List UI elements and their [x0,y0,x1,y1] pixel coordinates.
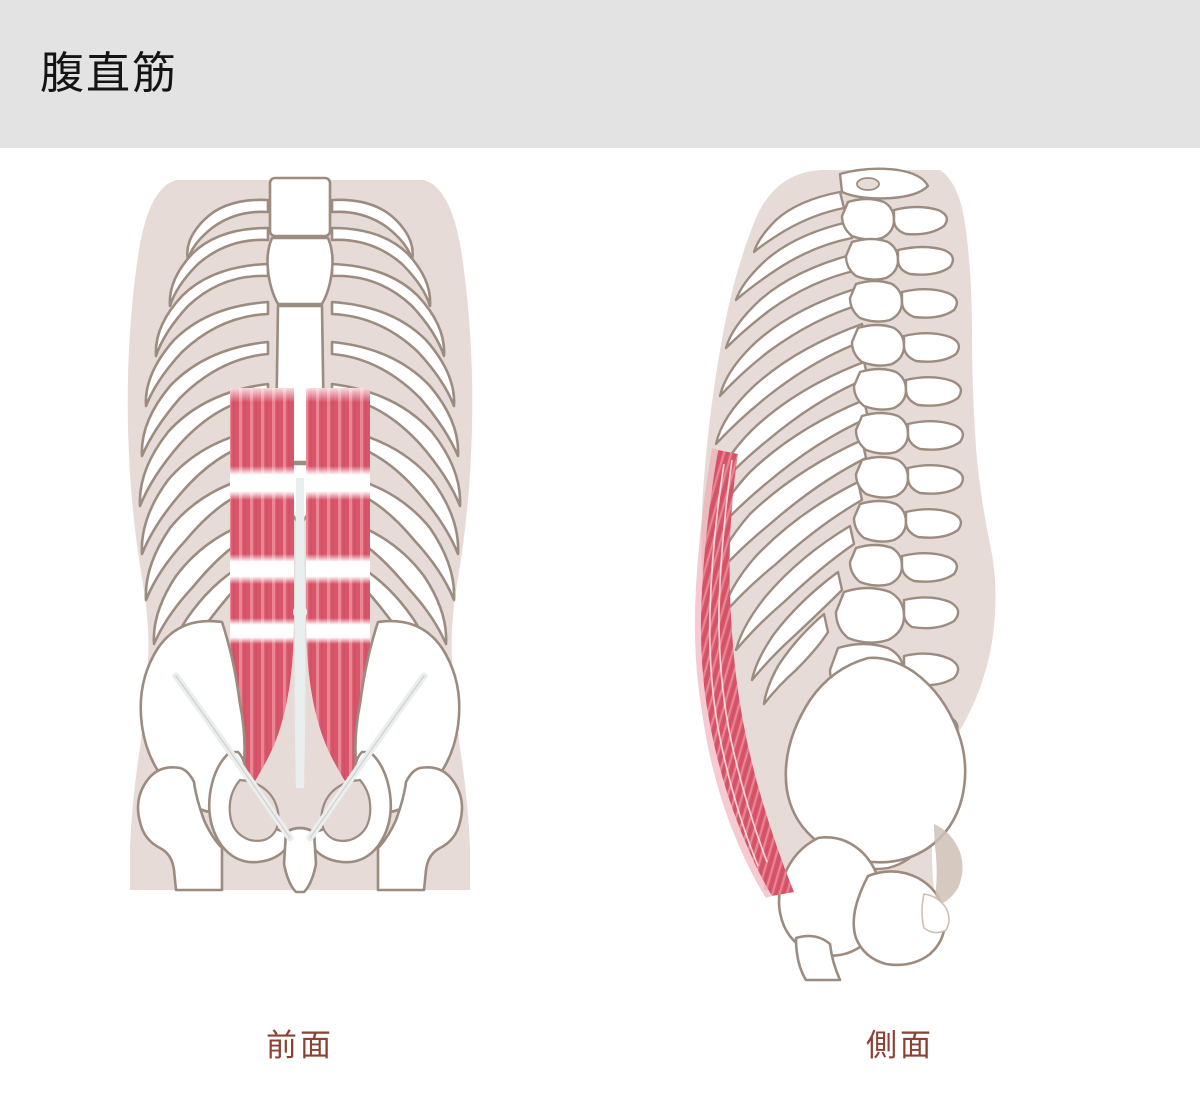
linea-alba-node [293,605,307,619]
lateral-torso-skeleton-icon [694,167,996,982]
figure-anterior: 前面 [0,148,600,1100]
sacro-iliac-shading [921,824,963,934]
figure-lateral: 側面 [600,148,1200,1100]
pelvis-lateral [777,656,967,982]
figure-caption-anterior: 前面 [266,1028,334,1063]
header-bar: 腹直筋 [0,0,1200,148]
figure-area: 前面 [0,148,1200,1100]
pelvis [136,619,464,894]
rectus-abdominis-lateral-strip [694,448,794,898]
anterior-torso-skeleton-icon [127,176,473,894]
figure-caption-lateral: 側面 [866,1028,934,1063]
linea-alba [294,478,306,788]
inguinal-ligament-outline [175,675,425,839]
page-title: 腹直筋 [40,49,178,98]
